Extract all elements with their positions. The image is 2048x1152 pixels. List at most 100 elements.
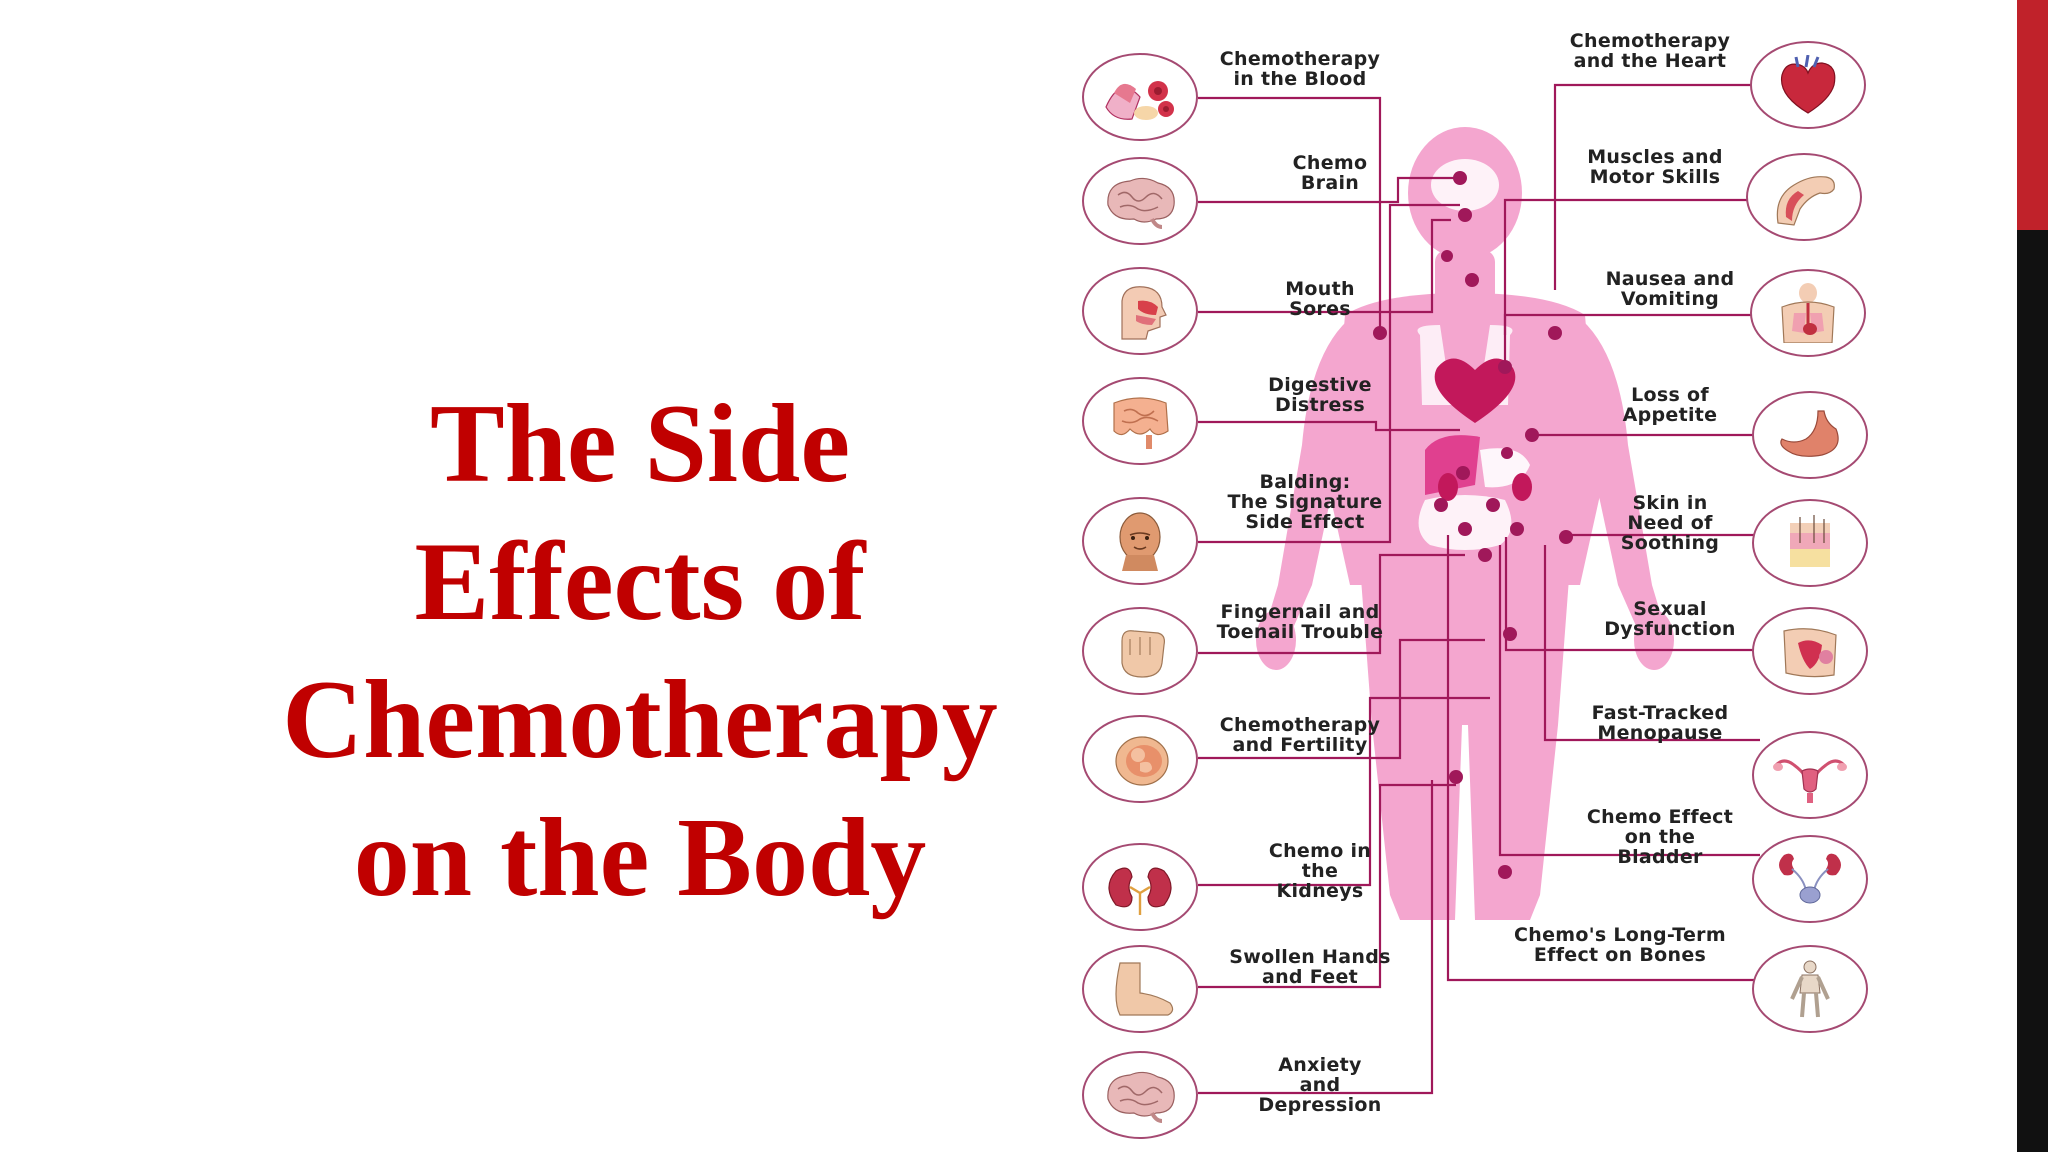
urinary-system-icon [1779, 853, 1841, 904]
label-line: on the [1624, 826, 1696, 848]
bald-head-icon [1119, 512, 1161, 571]
label-fertility: Chemotherapy and Fertility [1200, 715, 1400, 755]
side-bar [2017, 230, 2048, 1152]
brain-icon [1107, 177, 1175, 229]
label-line: Chemotherapy [1219, 48, 1381, 70]
label-sexual: Sexual Dysfunction [1585, 599, 1755, 639]
label-line: Effect on Bones [1533, 944, 1707, 966]
label-mouth: Mouth Sores [1250, 279, 1390, 319]
body-silhouette [1256, 127, 1674, 920]
label-line: Chemo's Long-Term [1514, 924, 1726, 946]
label-balding: Balding: The Signature Side Effect [1210, 472, 1400, 532]
label-line: Anxiety [1278, 1054, 1362, 1076]
label-muscles: Muscles and Motor Skills [1550, 147, 1760, 187]
heart-bubble [1750, 41, 1866, 129]
heart-icon [1780, 55, 1836, 114]
digestive-bubble [1082, 377, 1198, 465]
label-heart: Chemotherapy and the Heart [1540, 31, 1760, 71]
label-line: Loss of [1631, 384, 1709, 406]
human-body-illustration [1198, 83, 1760, 1095]
label-line: Side Effect [1245, 511, 1365, 533]
label-nails: Fingernail and Toenail Trouble [1200, 602, 1400, 642]
label-bladder: Chemo Effect on the Bladder [1570, 807, 1750, 867]
label-line: Bladder [1617, 846, 1703, 868]
label-line: Muscles and [1587, 146, 1723, 168]
label-line: in the Blood [1233, 68, 1367, 90]
accent-bar [2017, 0, 2048, 230]
label-digestive: Digestive Distress [1240, 375, 1400, 415]
arm-muscle-icon [1776, 176, 1835, 226]
sexual-bubble [1752, 607, 1868, 695]
mouth-cross-section-icon [1121, 286, 1167, 340]
nails-bubble [1082, 607, 1198, 695]
skin-bubble [1752, 499, 1868, 587]
nausea-bubble [1750, 269, 1866, 357]
title-line: on the Body [353, 796, 927, 920]
fertility-bubble [1082, 715, 1198, 803]
menopause-bubble [1752, 731, 1868, 819]
label-line: The Signature [1227, 491, 1383, 513]
foot-icon [1115, 962, 1174, 1016]
label-line: Chemotherapy [1569, 30, 1731, 52]
brain-icon [1107, 1071, 1175, 1123]
anxiety-bubble [1082, 1051, 1198, 1139]
label-line: Skin in [1632, 492, 1708, 514]
label-line: Fast-Tracked [1591, 702, 1729, 724]
bladder-bubble [1752, 835, 1868, 923]
kidneys-icon [1108, 867, 1172, 915]
torso-organs-icon [1781, 283, 1835, 343]
balding-bubble [1082, 497, 1198, 585]
label-line: Swollen Hands [1229, 946, 1391, 968]
label-line: Soothing [1620, 532, 1720, 554]
label-line: Menopause [1597, 722, 1723, 744]
pelvis-icon [1783, 628, 1837, 678]
label-line: Distress [1275, 394, 1365, 416]
brain-bubble [1082, 157, 1198, 245]
label-line: and the Heart [1573, 50, 1727, 72]
label-blood: Chemotherapy in the Blood [1200, 49, 1400, 89]
label-line: Chemo in [1268, 840, 1372, 862]
label-line: Motor Skills [1589, 166, 1721, 188]
label-line: Chemo [1292, 152, 1368, 174]
label-line: Toenail Trouble [1216, 621, 1384, 643]
muscles-bubble [1746, 153, 1862, 241]
label-line: Kidneys [1276, 880, 1364, 902]
slide-title: The Side Effects of Chemotherapy on the … [240, 375, 1040, 927]
skeleton-icon [1790, 960, 1830, 1018]
label-line: Vomiting [1620, 288, 1720, 310]
label-line: Sexual [1633, 598, 1707, 620]
stomach-icon [1780, 410, 1839, 457]
label-skin: Skin in Need of Soothing [1600, 493, 1740, 553]
label-line: Fingernail and [1220, 601, 1380, 623]
appetite-bubble [1752, 391, 1868, 479]
label-line: Digestive [1268, 374, 1372, 396]
label-menopause: Fast-Tracked Menopause [1570, 703, 1750, 743]
label-line: Balding: [1259, 471, 1351, 493]
body-diagram: Chemotherapy in the Blood Chemo Brain Mo… [1080, 25, 1880, 1150]
label-line: Brain [1300, 172, 1360, 194]
skin-layers-icon [1790, 515, 1830, 567]
label-line: the [1301, 860, 1339, 882]
label-line: Nausea and [1605, 268, 1735, 290]
label-brain: Chemo Brain [1260, 153, 1400, 193]
kidneys-bubble [1082, 843, 1198, 931]
label-anxiety: Anxiety and Depression [1240, 1055, 1400, 1115]
label-line: and Fertility [1232, 734, 1368, 756]
label-line: Need of [1627, 512, 1713, 534]
blood-bubble [1082, 53, 1198, 141]
label-kidneys: Chemo in the Kidneys [1240, 841, 1400, 901]
intestines-icon [1113, 397, 1169, 449]
label-line: Dysfunction [1604, 618, 1736, 640]
connector-dots [1373, 171, 1573, 879]
label-line: Sores [1289, 298, 1351, 320]
mouth-bubble [1082, 267, 1198, 355]
blood-cells-icon [1105, 81, 1174, 120]
label-line: Appetite [1622, 404, 1718, 426]
label-line: Depression [1258, 1094, 1382, 1116]
label-line: Mouth [1285, 278, 1355, 300]
label-swollen: Swollen Hands and Feet [1210, 947, 1410, 987]
bones-bubble [1752, 945, 1868, 1033]
label-line: and Feet [1261, 966, 1359, 988]
fist-icon [1121, 630, 1165, 678]
